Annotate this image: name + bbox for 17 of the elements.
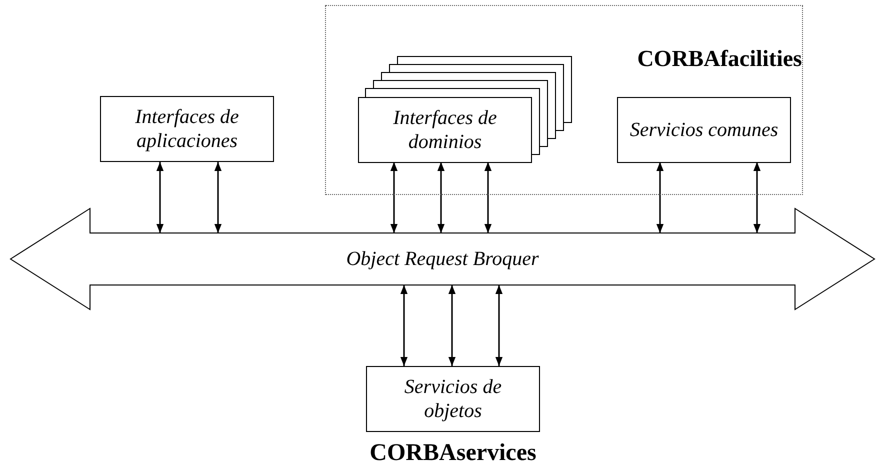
- double-arrow: [448, 285, 456, 366]
- caption-label: CORBAservices: [370, 439, 536, 467]
- double-arrow: [656, 162, 664, 233]
- double-arrow: [156, 162, 164, 233]
- double-arrow: [214, 162, 222, 233]
- double-arrow: [484, 162, 492, 233]
- component-box: Interfaces de aplicaciones: [100, 96, 274, 162]
- component-box: Interfaces de dominios: [358, 97, 532, 163]
- double-arrow: [753, 162, 761, 233]
- group-frame: [325, 5, 803, 195]
- component-box: Servicios comunes: [617, 97, 791, 163]
- bus-label: Object Request Broquer: [346, 247, 539, 271]
- double-arrow: [495, 285, 503, 366]
- double-arrow: [437, 162, 445, 233]
- group-title: CORBAfacilities: [637, 46, 802, 72]
- double-arrow: [390, 162, 398, 233]
- double-arrow: [400, 285, 408, 366]
